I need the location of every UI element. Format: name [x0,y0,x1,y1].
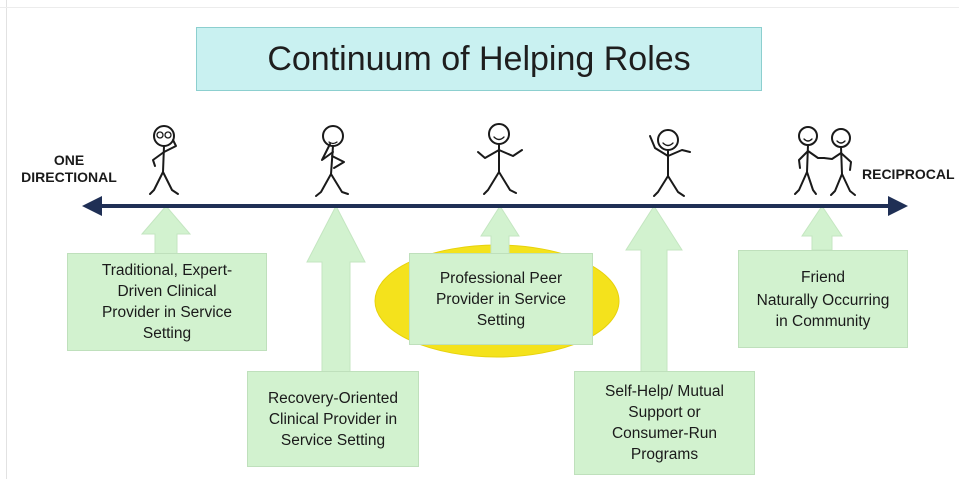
arrow-friend [801,205,843,251]
right-end-label: RECIPROCAL [862,166,955,182]
arrow-recovery [306,204,366,375]
role-text-line: Recovery-Oriented [267,389,399,407]
role-box-selfhelp: Self-Help/ Mutual Support or Consumer-Ru… [574,371,755,475]
handshake-figures-icon [794,126,856,196]
role-box-recovery: Recovery-Oriented Clinical Provider in S… [247,371,419,467]
role-text-line: Provider in Service [435,290,567,308]
pondering-figure-icon [315,125,349,197]
axis-right-arrowhead [888,196,908,216]
role-box-traditional: Traditional, Expert- Driven Clinical Pro… [67,253,267,351]
arrow-selfhelp [625,205,683,373]
arrow-peer [480,205,520,255]
axis-left-arrowhead [82,196,102,216]
page-title: Continuum of Helping Roles [196,27,762,91]
role-text-line: Professional Peer [439,269,563,287]
frame-left-border [6,0,7,479]
role-text-line: Clinical Provider in [268,410,398,428]
role-text-line: Traditional, Expert- [101,262,233,279]
welcoming-figure-icon [477,123,523,195]
role-box-peer: Professional Peer Provider in Service Se… [409,253,593,345]
role-text-line: Driven Clinical [117,283,217,300]
role-text-line: Setting [142,325,192,342]
role-text-line: Programs [630,446,699,463]
role-text-line: Consumer-Run [611,425,718,442]
frame-top-border [0,7,959,8]
role-box-friend: Friend Naturally Occurring in Community [738,250,908,348]
role-text-line: Provider in Service [101,304,233,321]
role-text-line: Naturally Occurring [756,291,890,309]
cheering-figure-icon [649,129,691,197]
role-text-line: Support or [628,404,701,421]
left-end-label: ONE DIRECTIONAL [21,152,117,185]
role-text-line: in Community [775,312,871,330]
role-text-line: Self-Help/ Mutual [605,383,724,400]
arrow-traditional [140,205,192,255]
role-text-line: Service Setting [280,431,386,449]
role-text-line: Setting [476,311,526,329]
thinking-figure-icon [149,125,179,195]
role-text-line: Friend [801,268,845,286]
